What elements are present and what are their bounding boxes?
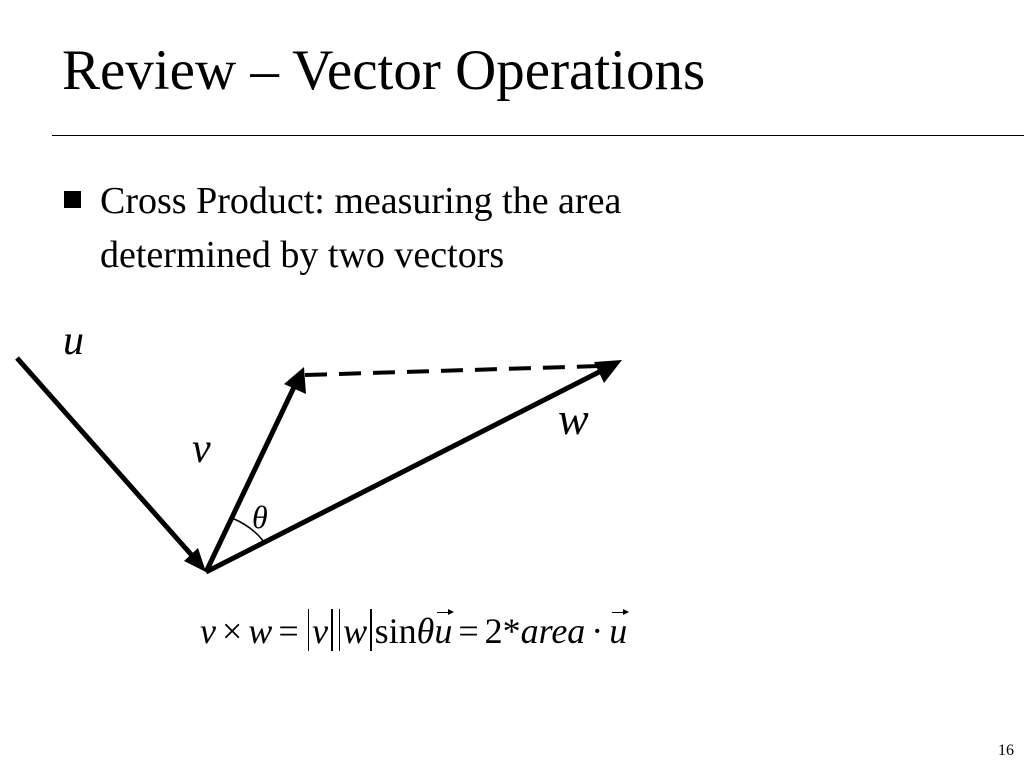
abs-bar-right — [331, 609, 333, 651]
formula-w: w — [248, 611, 273, 651]
title-divider — [52, 135, 1024, 136]
abs-bar-left — [307, 609, 310, 651]
formula-u-vector: u — [434, 604, 455, 658]
formula-abs-v: v — [312, 611, 329, 651]
formula-u-vector: u — [609, 604, 630, 658]
formula-times: × — [221, 611, 243, 651]
label-theta: θ — [252, 499, 268, 535]
formula-equals-2: = — [458, 611, 479, 651]
formula-equals-1: = — [278, 611, 299, 651]
formula-sin: sin — [374, 611, 417, 651]
vector-v — [203, 367, 306, 574]
label-u: u — [63, 318, 84, 364]
formula-area: area — [520, 611, 586, 651]
slide-title: Review – Vector Operations — [62, 39, 706, 102]
vector-w — [204, 360, 622, 575]
bullet-text: Cross Product: measuring the area determ… — [100, 174, 820, 282]
bullet-line-2: determined by two vectors — [100, 234, 505, 276]
formula-two-star: 2* — [484, 611, 521, 651]
angle-arc — [231, 517, 265, 543]
formula-v: v — [200, 611, 216, 651]
label-w: w — [558, 393, 589, 444]
formula-abs-w: w — [343, 611, 368, 651]
dashed-parallelogram-edge — [304, 364, 601, 377]
formula-theta: θ — [416, 611, 435, 651]
square-bullet-icon — [64, 191, 81, 208]
abs-bar-left — [338, 609, 341, 651]
vector-u — [15, 356, 206, 572]
bullet-line-1: Cross Product: measuring the area — [100, 180, 622, 222]
formula-dot: · — [591, 611, 604, 651]
abs-bar-right — [370, 609, 372, 651]
page-number: 16 — [998, 742, 1014, 759]
label-v: v — [192, 426, 211, 472]
